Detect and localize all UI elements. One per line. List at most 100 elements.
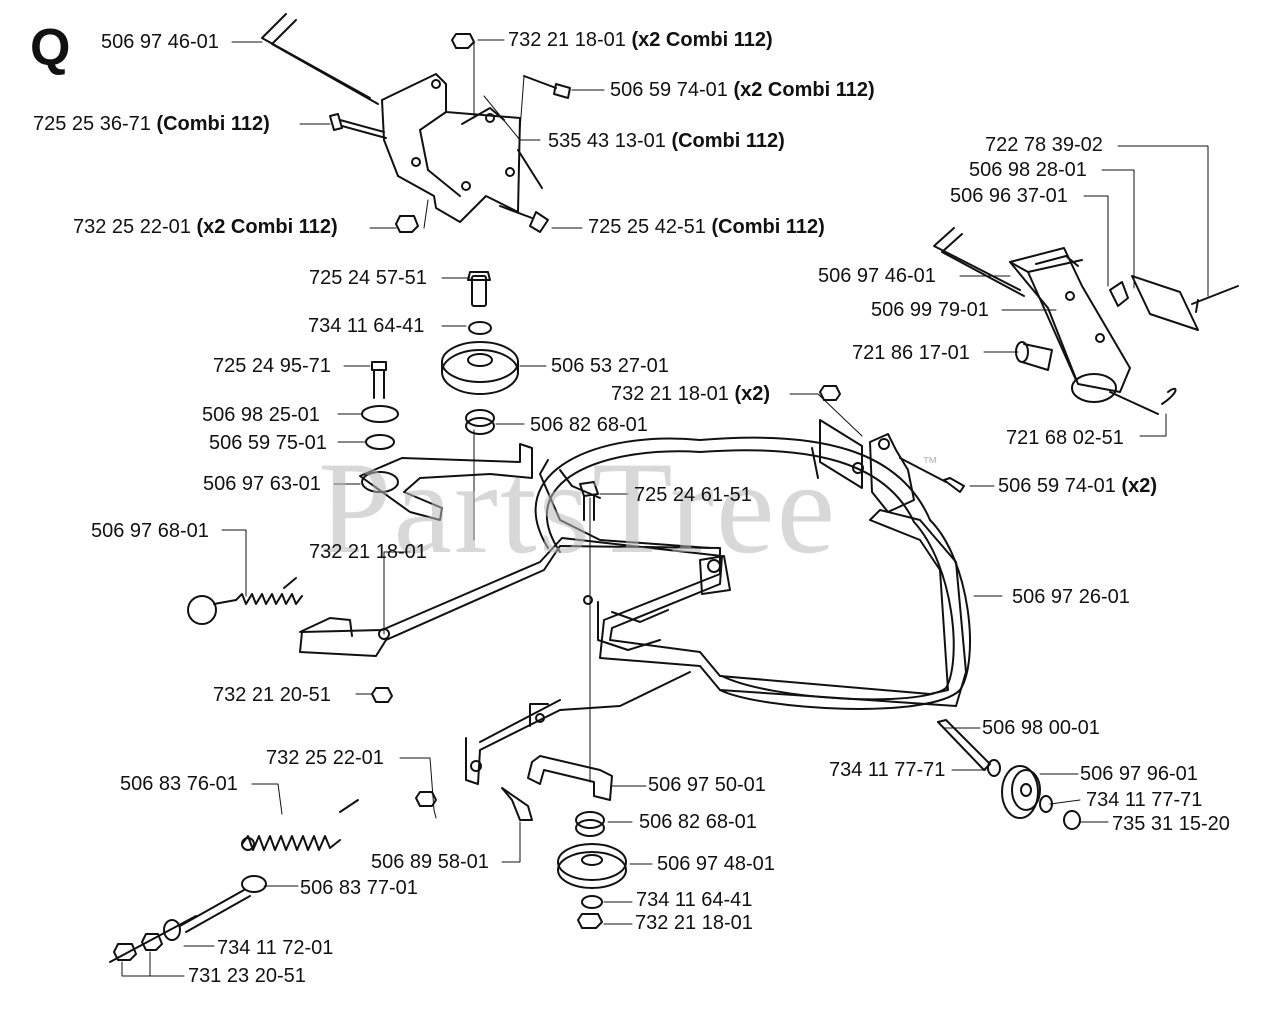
- callout-label[interactable]: 732 21 18-01: [635, 912, 753, 934]
- part-number: 725 25 36-71: [33, 113, 151, 135]
- callout-label[interactable]: 506 83 77-01: [300, 877, 418, 899]
- part-number: 506 53 27-01: [551, 355, 669, 377]
- part-number: 506 99 79-01: [871, 299, 989, 321]
- callout-label[interactable]: 506 97 26-01: [1012, 586, 1130, 608]
- bolt-top-left: [329, 113, 387, 139]
- part-qualifier: (x2): [734, 383, 771, 405]
- callout-label[interactable]: 506 97 46-01: [101, 31, 219, 53]
- part-number: 722 78 39-02: [985, 134, 1103, 156]
- bumper-loop: [534, 436, 971, 710]
- part-qualifier: (Combi 112): [711, 216, 825, 238]
- spring-left: [187, 577, 303, 625]
- callout-label[interactable]: 506 82 68-01: [530, 414, 648, 436]
- callout-label[interactable]: 506 59 74-01 (x2): [998, 475, 1157, 497]
- part-qualifier: (Combi 112): [671, 130, 785, 152]
- part-number: 506 97 46-01: [101, 31, 219, 53]
- callout-label[interactable]: 506 97 96-01: [1080, 763, 1198, 785]
- callout-label[interactable]: 506 98 25-01: [202, 404, 320, 426]
- callout-label[interactable]: 506 96 37-01: [950, 185, 1068, 207]
- callout-label[interactable]: 734 11 72-01: [217, 937, 333, 959]
- callout-label[interactable]: 725 25 42-51 (Combi 112): [588, 216, 825, 238]
- part-number: 734 11 64-41: [636, 889, 753, 911]
- callout-label[interactable]: 506 89 58-01: [371, 851, 489, 873]
- callout-label[interactable]: 725 24 95-71: [213, 355, 331, 377]
- pivot-pin-right: [1015, 341, 1053, 371]
- part-number: 734 11 64-41: [308, 315, 425, 337]
- callout-label[interactable]: 732 21 20-51: [213, 684, 331, 706]
- callout-label[interactable]: 735 31 15-20: [1112, 813, 1230, 835]
- callout-label[interactable]: 734 11 64-41: [308, 315, 424, 337]
- part-number: 506 89 58-01: [371, 851, 489, 873]
- callout-label[interactable]: 506 97 68-01: [91, 520, 209, 542]
- part-number: 732 21 18-01: [508, 29, 626, 51]
- part-number: 721 86 17-01: [852, 342, 970, 364]
- callout-label[interactable]: 734 11 64-41: [636, 889, 752, 911]
- part-number: 725 24 61-51: [634, 484, 752, 506]
- mount-bracket-top: [381, 73, 543, 223]
- part-number: 506 98 28-01: [969, 159, 1087, 181]
- callout-label[interactable]: 506 53 27-01: [551, 355, 669, 377]
- callout-label[interactable]: 731 23 20-51: [188, 965, 306, 987]
- part-number: 732 21 18-01: [635, 912, 753, 934]
- part-number: 734 11 72-01: [217, 937, 334, 959]
- pivot-rod-right: [933, 227, 1025, 297]
- part-number: 506 97 68-01: [91, 520, 209, 542]
- section-letter: Q: [30, 19, 71, 77]
- part-number: 506 96 37-01: [950, 185, 1068, 207]
- bolt-right-frame: [899, 457, 965, 493]
- part-number: 734 11 77-71: [829, 759, 946, 781]
- callout-label[interactable]: 734 11 77-71: [829, 759, 945, 781]
- part-qualifier: (x2 Combi 112): [196, 216, 338, 238]
- callout-label[interactable]: 732 21 18-01 (x2 Combi 112): [508, 29, 773, 51]
- roller-small-right: [1071, 373, 1177, 415]
- callout-label[interactable]: 506 97 50-01: [648, 774, 766, 796]
- callout-label[interactable]: 506 59 74-01 (x2 Combi 112): [610, 79, 875, 101]
- nut-right-frame: [819, 385, 841, 401]
- pin-right: [1191, 285, 1239, 313]
- part-number: 732 21 20-51: [213, 684, 331, 706]
- callout-label[interactable]: 725 24 61-51: [634, 484, 752, 506]
- callout-label[interactable]: 506 97 48-01: [657, 853, 775, 875]
- callout-label[interactable]: 506 97 63-01: [203, 473, 321, 495]
- hitch-plates-right: [811, 419, 915, 513]
- watermark-text: PartsTree: [318, 434, 838, 581]
- part-number: 725 24 57-51: [309, 267, 427, 289]
- tension-arm: [359, 443, 533, 521]
- callout-label[interactable]: 506 98 28-01: [969, 159, 1087, 181]
- watermark-trademark: ™: [922, 455, 938, 472]
- part-number: 506 97 96-01: [1080, 763, 1198, 785]
- part-number: 506 83 76-01: [120, 773, 238, 795]
- part-number: 734 11 77-71: [1086, 789, 1203, 811]
- callout-label[interactable]: 721 68 02-51: [1006, 427, 1124, 449]
- part-number: 506 83 77-01: [300, 877, 418, 899]
- callout-label[interactable]: 732 21 18-01: [309, 541, 427, 563]
- part-number: 735 31 15-20: [1112, 813, 1230, 835]
- part-number: 506 97 63-01: [203, 473, 321, 495]
- callout-label[interactable]: 506 98 00-01: [982, 717, 1100, 739]
- part-number: 506 59 75-01: [209, 432, 327, 454]
- spacer-lower: [575, 811, 605, 837]
- idler-pulley-lower: [557, 843, 627, 929]
- part-qualifier: (x2 Combi 112): [631, 29, 773, 51]
- leader-lines: [121, 39, 1209, 977]
- callout-label[interactable]: 506 97 46-01: [818, 265, 936, 287]
- callout-label[interactable]: 506 83 76-01: [120, 773, 238, 795]
- callout-label[interactable]: 506 82 68-01: [639, 811, 757, 833]
- callout-label[interactable]: 506 59 75-01: [209, 432, 327, 454]
- callout-label[interactable]: 725 25 36-71 (Combi 112): [33, 113, 270, 135]
- callout-label[interactable]: 725 24 57-51: [309, 267, 427, 289]
- callout-label[interactable]: 721 86 17-01: [852, 342, 970, 364]
- callout-label[interactable]: 732 25 22-01 (x2 Combi 112): [73, 216, 338, 238]
- gauge-wheel: [937, 719, 1081, 830]
- lower-bracket: [527, 755, 613, 801]
- part-qualifier: (Combi 112): [156, 113, 270, 135]
- callout-label[interactable]: 732 21 18-01 (x2): [611, 383, 770, 405]
- callout-label[interactable]: 506 99 79-01: [871, 299, 989, 321]
- callout-label[interactable]: 732 25 22-01: [266, 747, 384, 769]
- callout-label[interactable]: 734 11 77-71: [1086, 789, 1202, 811]
- part-number: 506 97 46-01: [818, 265, 936, 287]
- callout-label[interactable]: 722 78 39-02: [985, 134, 1103, 156]
- callout-label[interactable]: 535 43 13-01 (Combi 112): [548, 130, 785, 152]
- part-number: 732 25 22-01: [73, 216, 191, 238]
